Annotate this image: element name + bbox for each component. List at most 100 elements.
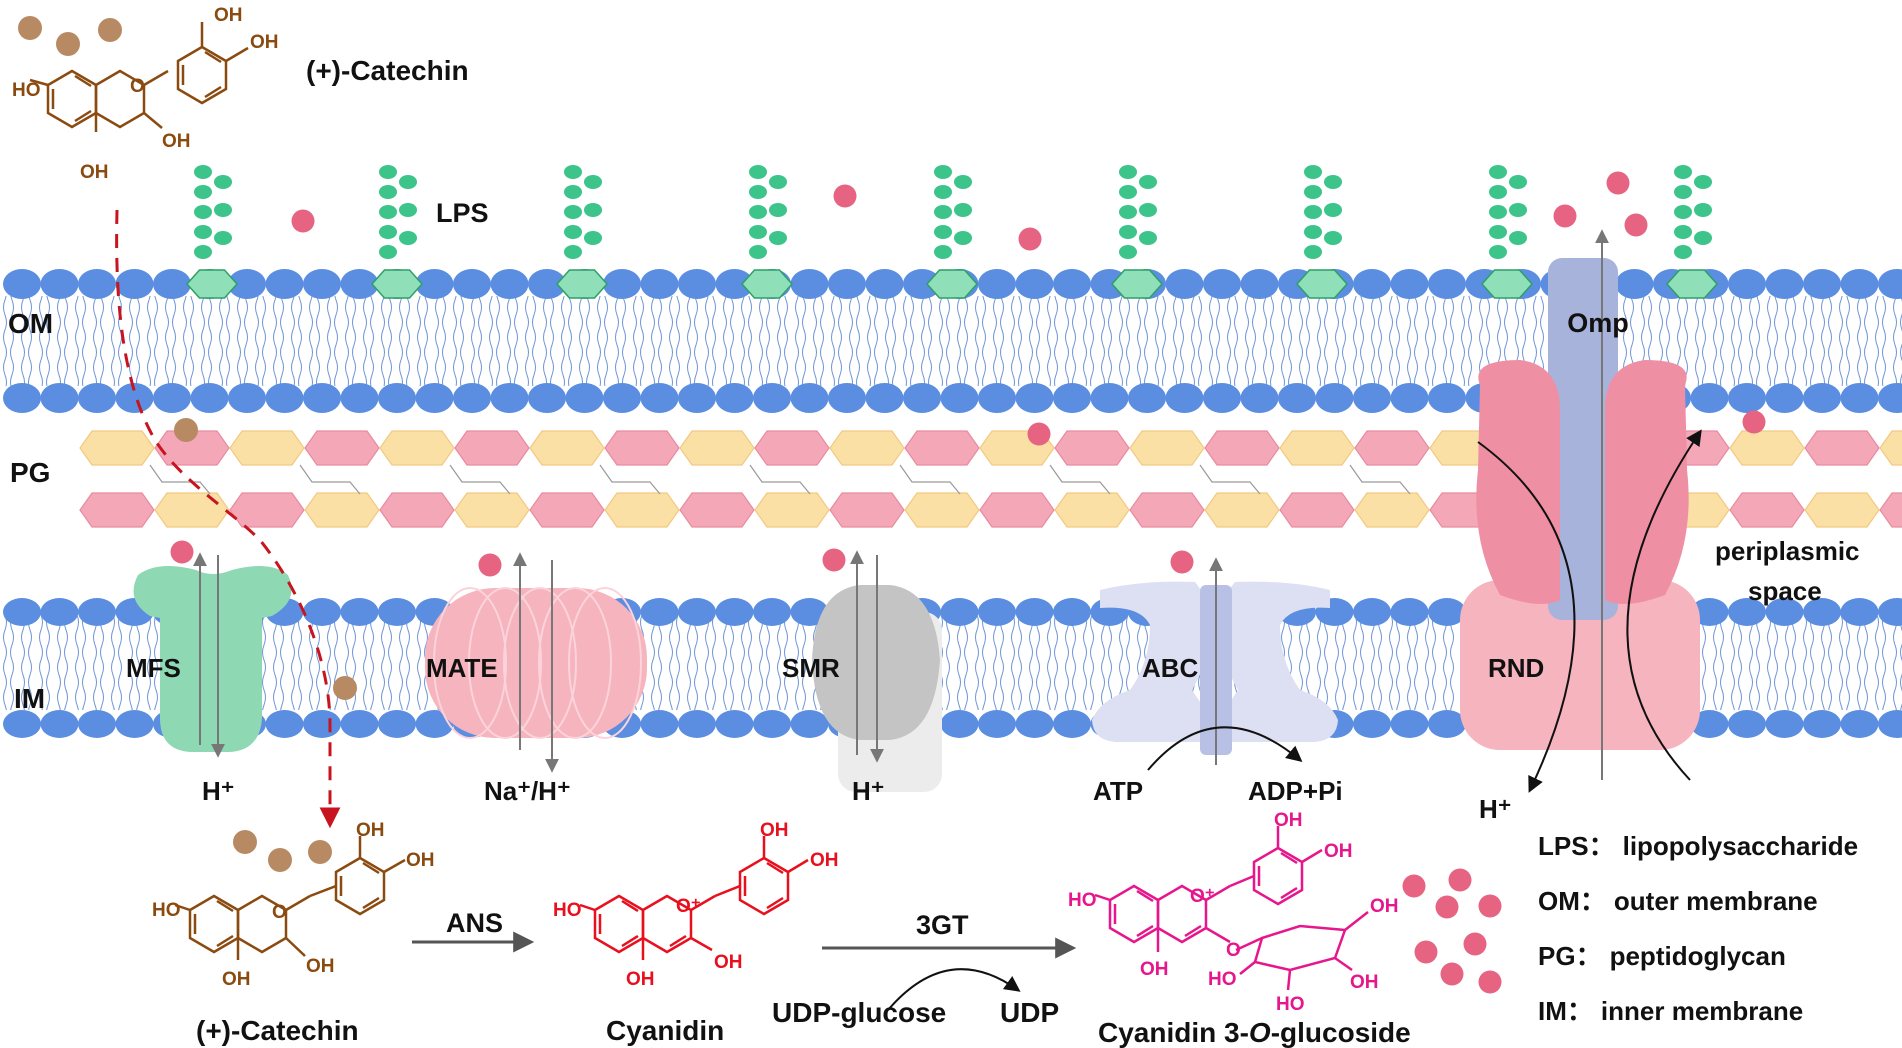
lps-sugar-branch — [399, 203, 417, 217]
lps-sugar-unit — [564, 205, 582, 219]
lps-molecule — [370, 165, 424, 299]
lipid-head — [40, 710, 79, 738]
lipid-head — [453, 269, 491, 299]
lipid-head — [1053, 269, 1091, 299]
lipid-head — [978, 383, 1016, 413]
pg-glcnac-unit — [1804, 492, 1880, 528]
lipid-head — [1878, 383, 1902, 413]
lps-sugar-unit — [564, 185, 582, 199]
pg-glcnac-unit — [1279, 430, 1355, 466]
pg-murnac-unit — [1879, 492, 1902, 528]
rnd-proton-arrow — [1477, 441, 1576, 793]
legend: LPS：lipopolysaccharide OM：outer membrane… — [1538, 831, 1858, 1026]
lps-molecule — [185, 165, 239, 299]
catechin-top-oh-2: OH — [250, 32, 279, 53]
legend-entry-im: IM：inner membrane — [1538, 996, 1803, 1026]
lipid-head — [1203, 269, 1241, 299]
lipid-head — [1765, 383, 1804, 413]
c3g-oh-2: OH — [1324, 841, 1353, 862]
c3g-sugar-oh-1: OH — [1370, 896, 1399, 917]
lipid-head — [1128, 383, 1166, 413]
lps-sugar-branch — [769, 175, 787, 189]
lipid-head — [1203, 383, 1241, 413]
lipid-head — [1165, 383, 1204, 413]
lps-sugar-unit — [379, 205, 397, 219]
lipid-head — [78, 598, 116, 626]
catechin-dot — [233, 830, 257, 854]
cyanidin-glucoside-dot — [1478, 970, 1502, 994]
lps-sugar-unit — [934, 245, 952, 259]
cyanidin-o-plus: O⁺ — [676, 896, 701, 917]
lipid-head — [1803, 598, 1841, 626]
cyanidin-oh-1: OH — [760, 820, 789, 841]
catechin-structure-top — [29, 22, 249, 132]
udp-glucose-cofactor-arrow — [887, 968, 1021, 1011]
cyanidin-glucoside-dot — [1463, 932, 1487, 956]
lps-sugar-branch — [584, 231, 602, 245]
abc-atp-hydrolysis-arrow — [1147, 726, 1303, 771]
lipid-head — [1353, 383, 1391, 413]
abc-label: ABC — [1142, 653, 1199, 683]
lipid-head — [1690, 598, 1729, 626]
lipid-head — [453, 383, 491, 413]
pg-peptide-crosslink — [749, 464, 811, 495]
pg-glcnac-unit — [454, 492, 530, 528]
lipid-head — [940, 598, 979, 626]
catechin-dot — [18, 16, 42, 40]
pg-murnac-unit — [1129, 492, 1205, 528]
mate-protein — [425, 588, 647, 738]
lps-sugar-unit — [1304, 165, 1322, 179]
pg-glcnac-unit — [829, 430, 905, 466]
lps-molecule — [740, 165, 794, 299]
lps-sugar-branch — [399, 231, 417, 245]
periplasmic-label-line2: space — [1748, 576, 1822, 606]
lipid-head — [228, 269, 266, 299]
lipid-head — [1428, 710, 1466, 738]
pg-glcnac-unit — [304, 492, 380, 528]
lipid-head — [603, 383, 641, 413]
lipid-head — [1353, 710, 1391, 738]
lipid-head — [678, 710, 716, 738]
lipid-head — [1015, 383, 1054, 413]
pg-glcnac-unit — [754, 492, 830, 528]
lps-sugar-branch — [1139, 175, 1157, 189]
lps-sugar-unit — [1304, 205, 1322, 219]
lipid-head — [753, 383, 791, 413]
lipid-head — [378, 598, 416, 626]
lipid-head — [1878, 710, 1902, 738]
pg-glcnac-unit — [604, 492, 680, 528]
lipid-head — [340, 598, 379, 626]
pg-murnac-unit — [154, 430, 230, 466]
lipid-head — [265, 383, 304, 413]
lps-sugar-unit — [749, 225, 767, 239]
lipid-head — [490, 383, 529, 413]
lipid-head — [1728, 598, 1766, 626]
smr-label: SMR — [782, 653, 840, 683]
pg-murnac-unit — [754, 430, 830, 466]
lps-molecule — [1110, 165, 1164, 299]
lipid-head — [678, 383, 716, 413]
cyanidin-glucoside-dot — [1478, 894, 1502, 918]
lipid-head — [1803, 710, 1841, 738]
cyanidin-glucoside-dot — [1624, 213, 1648, 237]
catechin-dot — [174, 418, 198, 442]
catechin-dot — [56, 32, 80, 56]
lps-sugar-unit — [194, 185, 212, 199]
lipid-head — [1690, 710, 1729, 738]
3gt-enzyme-label: 3GT — [916, 910, 969, 940]
catechin-structure-bottom — [174, 836, 406, 960]
lipid-head — [865, 383, 904, 413]
lipid-head — [1053, 710, 1091, 738]
lipid-head — [678, 269, 716, 299]
pg-peptide-crosslink — [599, 464, 661, 495]
pg-murnac-unit — [1354, 430, 1430, 466]
lps-molecule — [1295, 165, 1349, 299]
lipid-head — [340, 383, 379, 413]
lipid-head — [265, 269, 304, 299]
lipid-head — [603, 269, 641, 299]
catechin-top-ho: HO — [12, 80, 41, 101]
cyanidin-glucoside-dot — [1742, 410, 1766, 434]
lps-core-hexagon — [1665, 269, 1719, 299]
cyanidin-oh-3: OH — [714, 952, 743, 973]
lipid-head — [415, 383, 454, 413]
